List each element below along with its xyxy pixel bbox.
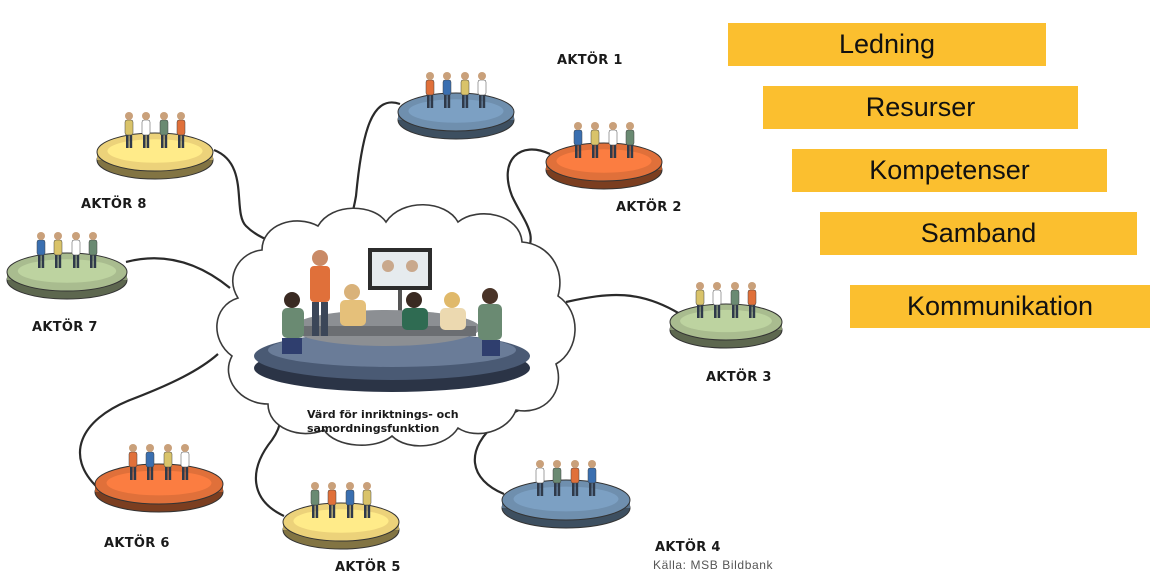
host-label: Värd för inriktnings- och samordningsfun… (307, 408, 497, 436)
actor-platform-3 (669, 282, 783, 349)
actor-people-icon (124, 112, 186, 148)
actor-label-6: AKTÖR 6 (104, 536, 170, 551)
cable-actor-3 (565, 293, 681, 315)
actor-label-2: AKTÖR 2 (616, 200, 682, 215)
tag-ledning: Ledning (728, 23, 1046, 66)
actor-platform-2 (545, 122, 663, 190)
tag-kompetenser: Kompetenser (792, 149, 1107, 192)
cable-actor-2 (506, 148, 551, 257)
actor-platform-8 (96, 112, 214, 180)
actor-people-icon (573, 122, 635, 158)
cable-actor-7 (125, 257, 231, 289)
host-label-line-1: Värd för inriktnings- och (307, 408, 459, 421)
actor-people-icon (310, 482, 372, 518)
actor-people-icon (425, 72, 487, 108)
image-source-credit: Källa: MSB Bildbank (653, 558, 774, 572)
actor-people-icon (128, 444, 190, 480)
host-meeting-scene (254, 248, 530, 392)
actor-label-4: AKTÖR 4 (655, 540, 721, 555)
actor-label-5: AKTÖR 5 (335, 560, 401, 575)
tag-samband: Samband (820, 212, 1137, 255)
actor-platform-4 (501, 460, 631, 529)
actor-label-8: AKTÖR 8 (81, 197, 147, 212)
actor-platform-7 (6, 232, 128, 300)
actor-people-icon (695, 282, 757, 318)
tag-kommunikation: Kommunikation (850, 285, 1150, 328)
actor-label-3: AKTÖR 3 (706, 370, 772, 385)
tag-resurser: Resurser (763, 86, 1078, 129)
actor-people-icon (535, 460, 597, 496)
actor-label-7: AKTÖR 7 (32, 320, 98, 335)
actor-platform-1 (397, 72, 515, 140)
host-label-line-2: samordningsfunktion (307, 422, 440, 435)
actor-platform-6 (94, 444, 224, 513)
actor-platform-5 (282, 482, 400, 550)
meeting-participants-icon (282, 250, 502, 356)
actor-people-icon (36, 232, 98, 268)
cable-actor-6 (78, 353, 219, 489)
actor-label-1: AKTÖR 1 (557, 53, 623, 68)
